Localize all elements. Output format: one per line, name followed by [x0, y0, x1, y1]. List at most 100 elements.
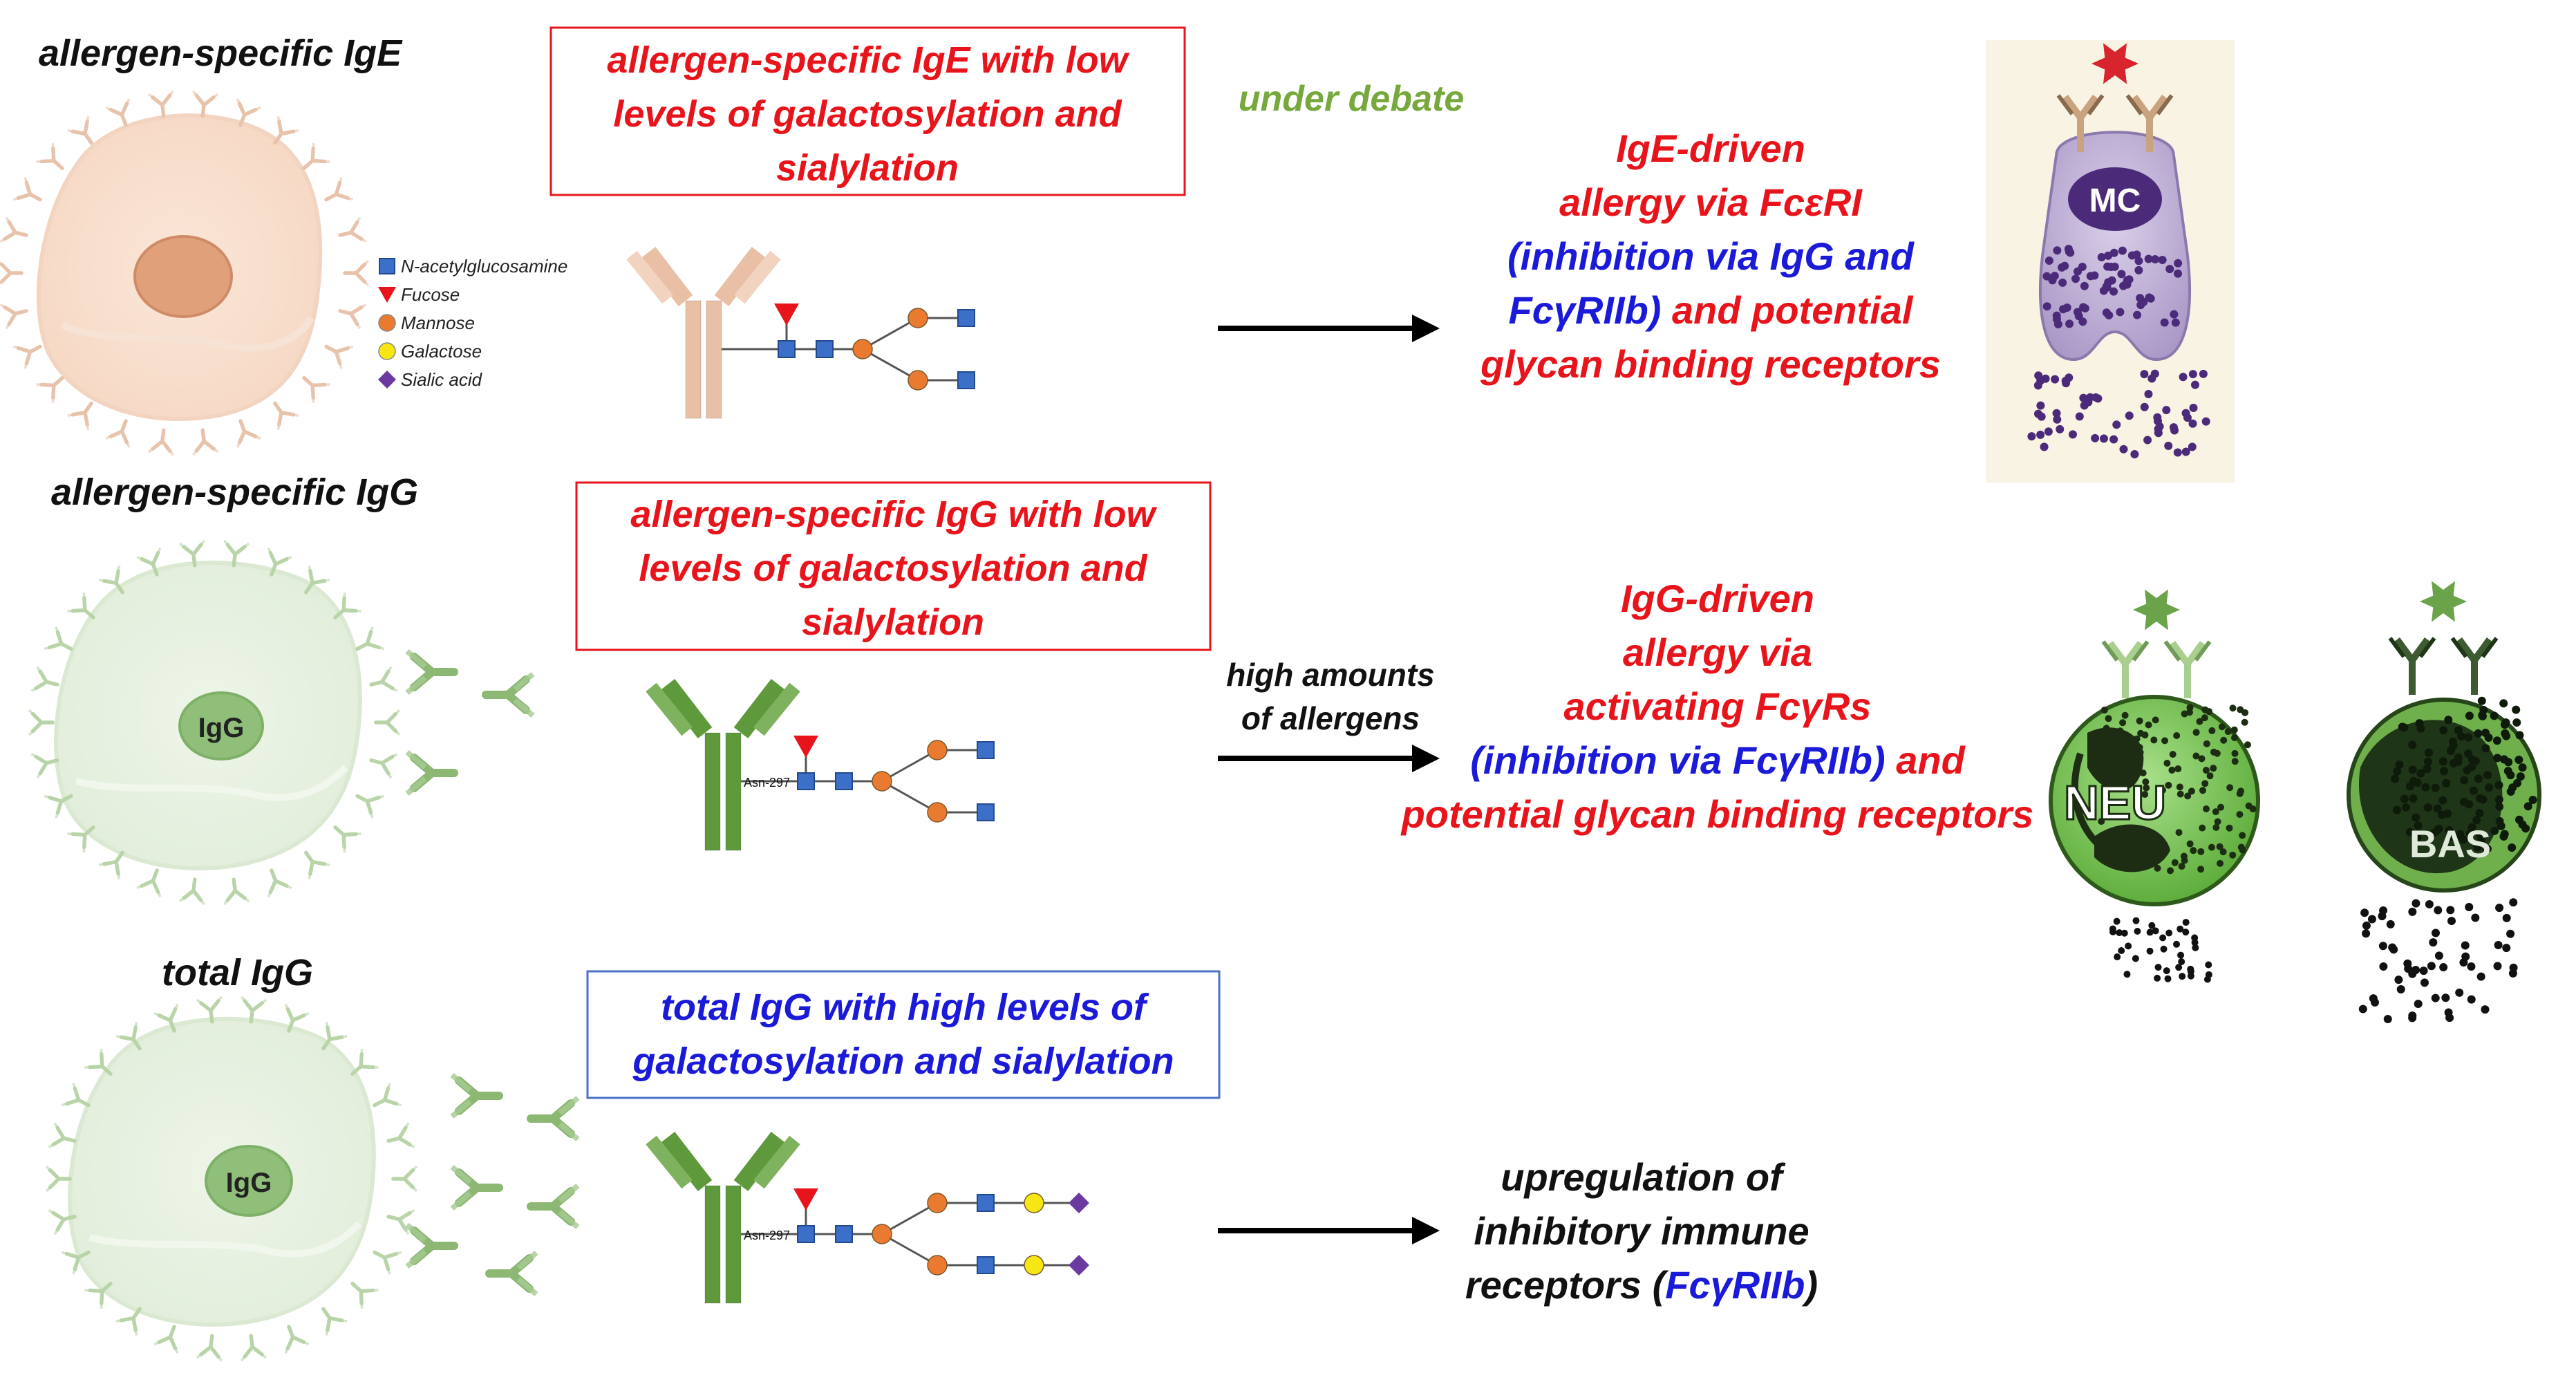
- free-igg-icon: [485, 1250, 538, 1297]
- outcome-segment: activating FcγRs: [1563, 684, 1871, 728]
- antibody-icon: [273, 401, 299, 430]
- n-acetylglucosamine-icon: [835, 1225, 853, 1243]
- antibody-icon: [12, 344, 42, 369]
- sialic-acid-icon: [378, 371, 396, 389]
- fc-receptor-icon: [2450, 637, 2499, 695]
- outcome-segment: potential glycan binding receptors: [1400, 792, 2034, 836]
- galactose-icon: [1024, 1193, 1044, 1213]
- box-text-line: sialylation: [776, 147, 959, 189]
- antibody-icon: [0, 216, 28, 243]
- outcome-line: potential glycan binding receptors: [1400, 792, 2034, 836]
- under-debate-label: under debate: [1239, 79, 1465, 119]
- mannose-icon: [927, 1255, 948, 1276]
- outcome-segment: ): [1802, 1263, 1818, 1307]
- fucose-icon: [378, 287, 396, 303]
- outcome-line: FcγRIIb) and potential: [1509, 288, 1914, 332]
- antibody-icon: [136, 547, 162, 577]
- sialic-acid-icon: [1069, 1193, 1089, 1213]
- row2-title: allergen-specific IgG: [51, 472, 418, 513]
- asn-297-label: Asn-297: [744, 1229, 790, 1242]
- fc-receptor-icon: [2388, 637, 2436, 695]
- antibody-icon: [67, 401, 93, 430]
- antibody-icon: [105, 419, 131, 449]
- mannose-icon: [378, 314, 396, 332]
- fucose-icon: [774, 304, 799, 326]
- outcome-line: allergy via: [1623, 631, 1812, 674]
- antibody-icon: [45, 1165, 72, 1193]
- antibody-icon: [48, 1122, 77, 1149]
- antibody-icon: [115, 1022, 142, 1051]
- nucleus: [178, 691, 264, 760]
- n-acetylglucosamine-icon: [797, 1225, 815, 1243]
- antibody-icon: [44, 626, 73, 651]
- n-acetylglucosamine-icon: [977, 741, 995, 759]
- antibody-icon: [0, 259, 23, 287]
- ige-b-cell: [36, 113, 323, 421]
- galactose-icon: [1024, 1255, 1044, 1276]
- antibody-icon: [267, 868, 292, 898]
- n-acetylglucosamine-icon: [977, 1194, 995, 1212]
- outcome-segment: inhibitory immune: [1474, 1209, 1809, 1253]
- n-acetylglucosamine-icon: [957, 371, 975, 389]
- outcome-segment: allergy via FcεRI: [1559, 180, 1863, 224]
- cell-surface-antibodies: [0, 90, 418, 1362]
- n-acetylglucosamine-icon: [977, 1256, 995, 1274]
- antibody-icon: [386, 1122, 415, 1149]
- antibody-icon: [267, 547, 292, 577]
- outcome-segment: (inhibition via IgG and: [1507, 234, 1915, 278]
- row3-glycan-box: [586, 970, 1221, 1099]
- antibody-icon: [136, 868, 162, 898]
- antibody-icon: [147, 90, 174, 118]
- antibody-icon: [241, 996, 267, 1024]
- outcome-segment: (inhibition via FcγRIIb): [1470, 738, 1885, 782]
- mannose-icon: [927, 740, 948, 760]
- n-acetylglucosamine-icon: [379, 258, 395, 274]
- antibody-icon: [44, 794, 73, 819]
- n-acetylglucosamine-icon: [977, 803, 995, 821]
- antibody-icon: [343, 259, 370, 287]
- basophil: BAS: [2347, 581, 2541, 1024]
- antibody-icon: [369, 752, 398, 779]
- free-igg-icon: [482, 671, 535, 718]
- antibody-icon: [153, 1325, 179, 1354]
- antibody-icon: [67, 116, 93, 145]
- outcome-segment: IgG-driven: [1621, 577, 1814, 620]
- antibody-icon: [153, 1003, 179, 1033]
- glycan-legend: N-acetylglucosamineFucoseMannoseGalactos…: [378, 256, 567, 390]
- legend-label: Sialic acid: [401, 369, 483, 390]
- outcome-line: (inhibition via IgG and: [1507, 234, 1915, 278]
- mannose-icon: [872, 771, 892, 792]
- antibody-icon: [67, 592, 95, 619]
- legend-label: N-acetylglucosamine: [401, 256, 567, 277]
- antibody-icon: [178, 539, 205, 568]
- allergen-icon: [2091, 43, 2138, 84]
- free-igg-icon: [527, 1095, 580, 1142]
- mannose-icon: [872, 1224, 892, 1244]
- antibody-icon: [223, 877, 250, 906]
- antibody-icon: [350, 1049, 379, 1076]
- antibody-icon: [284, 1325, 310, 1354]
- box-text-line: levels of galactosylation and: [613, 93, 1122, 135]
- antibody-icon: [196, 996, 223, 1024]
- row3-title: total IgG: [162, 952, 313, 993]
- outcome-line: glycan binding receptors: [1480, 342, 1941, 386]
- antibody-icon: [241, 1334, 267, 1362]
- antibody-icon: [61, 1250, 91, 1275]
- antibody-icon: [105, 97, 131, 127]
- antibody-icon: [0, 303, 28, 330]
- antibody-icon: [223, 539, 250, 568]
- allergen-icon: [2420, 581, 2467, 622]
- free-igg-icon: [527, 1183, 580, 1230]
- galactose-icon: [378, 342, 396, 360]
- antibody-icon: [30, 752, 59, 779]
- antibody-icon: [84, 1049, 113, 1076]
- antibody-icon: [302, 143, 330, 170]
- sialic-acid-icon: [1069, 1255, 1089, 1276]
- antibody-icon: [98, 566, 124, 595]
- mast-cell-label: MC: [2089, 183, 2141, 219]
- antibody-icon: [386, 1208, 415, 1235]
- legend-label: Fucose: [401, 284, 460, 305]
- outcome-line: upregulation of: [1501, 1155, 1786, 1199]
- antibody-icon: [373, 1250, 402, 1275]
- antibody-icon: [28, 709, 55, 736]
